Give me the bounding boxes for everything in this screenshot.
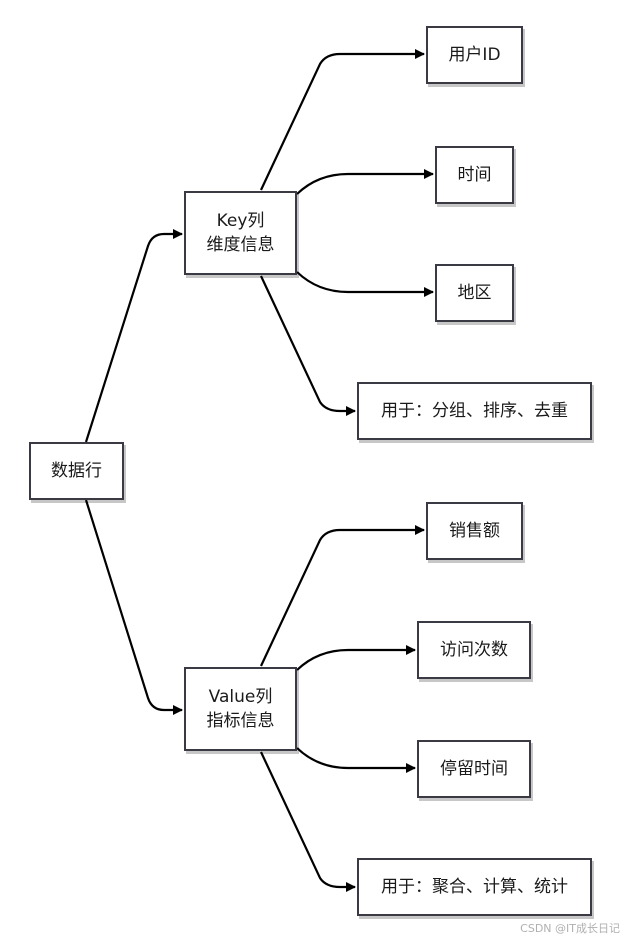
edge-value-sales (260, 525, 425, 667)
staytime-label: 停留时间 (440, 759, 508, 779)
edge-root-key (84, 229, 183, 443)
root-node: 数据行 (29, 442, 124, 500)
root-node-label: 数据行 (51, 461, 102, 481)
userid-node: 用户ID (426, 26, 523, 84)
userid-label: 用户ID (448, 45, 501, 65)
edge-root-value (84, 499, 183, 715)
edge-value-staytime (296, 747, 416, 773)
region-label: 地区 (457, 283, 492, 303)
value-usage-label: 用于：聚合、计算、统计 (381, 877, 568, 897)
visits-node: 访问次数 (417, 621, 531, 679)
time-label: 时间 (457, 165, 492, 185)
value-column-subtitle: 指标信息 (206, 711, 275, 731)
staytime-node: 停留时间 (417, 740, 531, 798)
key-column-subtitle: 维度信息 (206, 235, 275, 255)
visits-label: 访问次数 (440, 640, 508, 660)
region-node: 地区 (435, 264, 514, 322)
edge-value-visits (296, 645, 416, 671)
key-column-title: Key列 (216, 211, 265, 231)
value-usage-node: 用于：聚合、计算、统计 (357, 858, 592, 916)
edge-key-usage (260, 275, 356, 416)
edge-value-usage (260, 751, 356, 892)
edge-key-userid (260, 49, 425, 191)
edge-key-region (296, 271, 434, 297)
key-usage-node: 用于：分组、排序、去重 (357, 382, 592, 440)
value-column-title: Value列 (208, 687, 273, 707)
watermark: CSDN @IT成长日记 (520, 922, 620, 935)
edge-key-time (296, 169, 434, 195)
value-column-node: Value列 指标信息 (184, 667, 297, 751)
sales-label: 销售额 (449, 521, 500, 541)
time-node: 时间 (435, 146, 514, 204)
key-usage-label: 用于：分组、排序、去重 (381, 401, 568, 421)
sales-node: 销售额 (426, 502, 523, 560)
key-column-node: Key列 维度信息 (184, 191, 297, 275)
